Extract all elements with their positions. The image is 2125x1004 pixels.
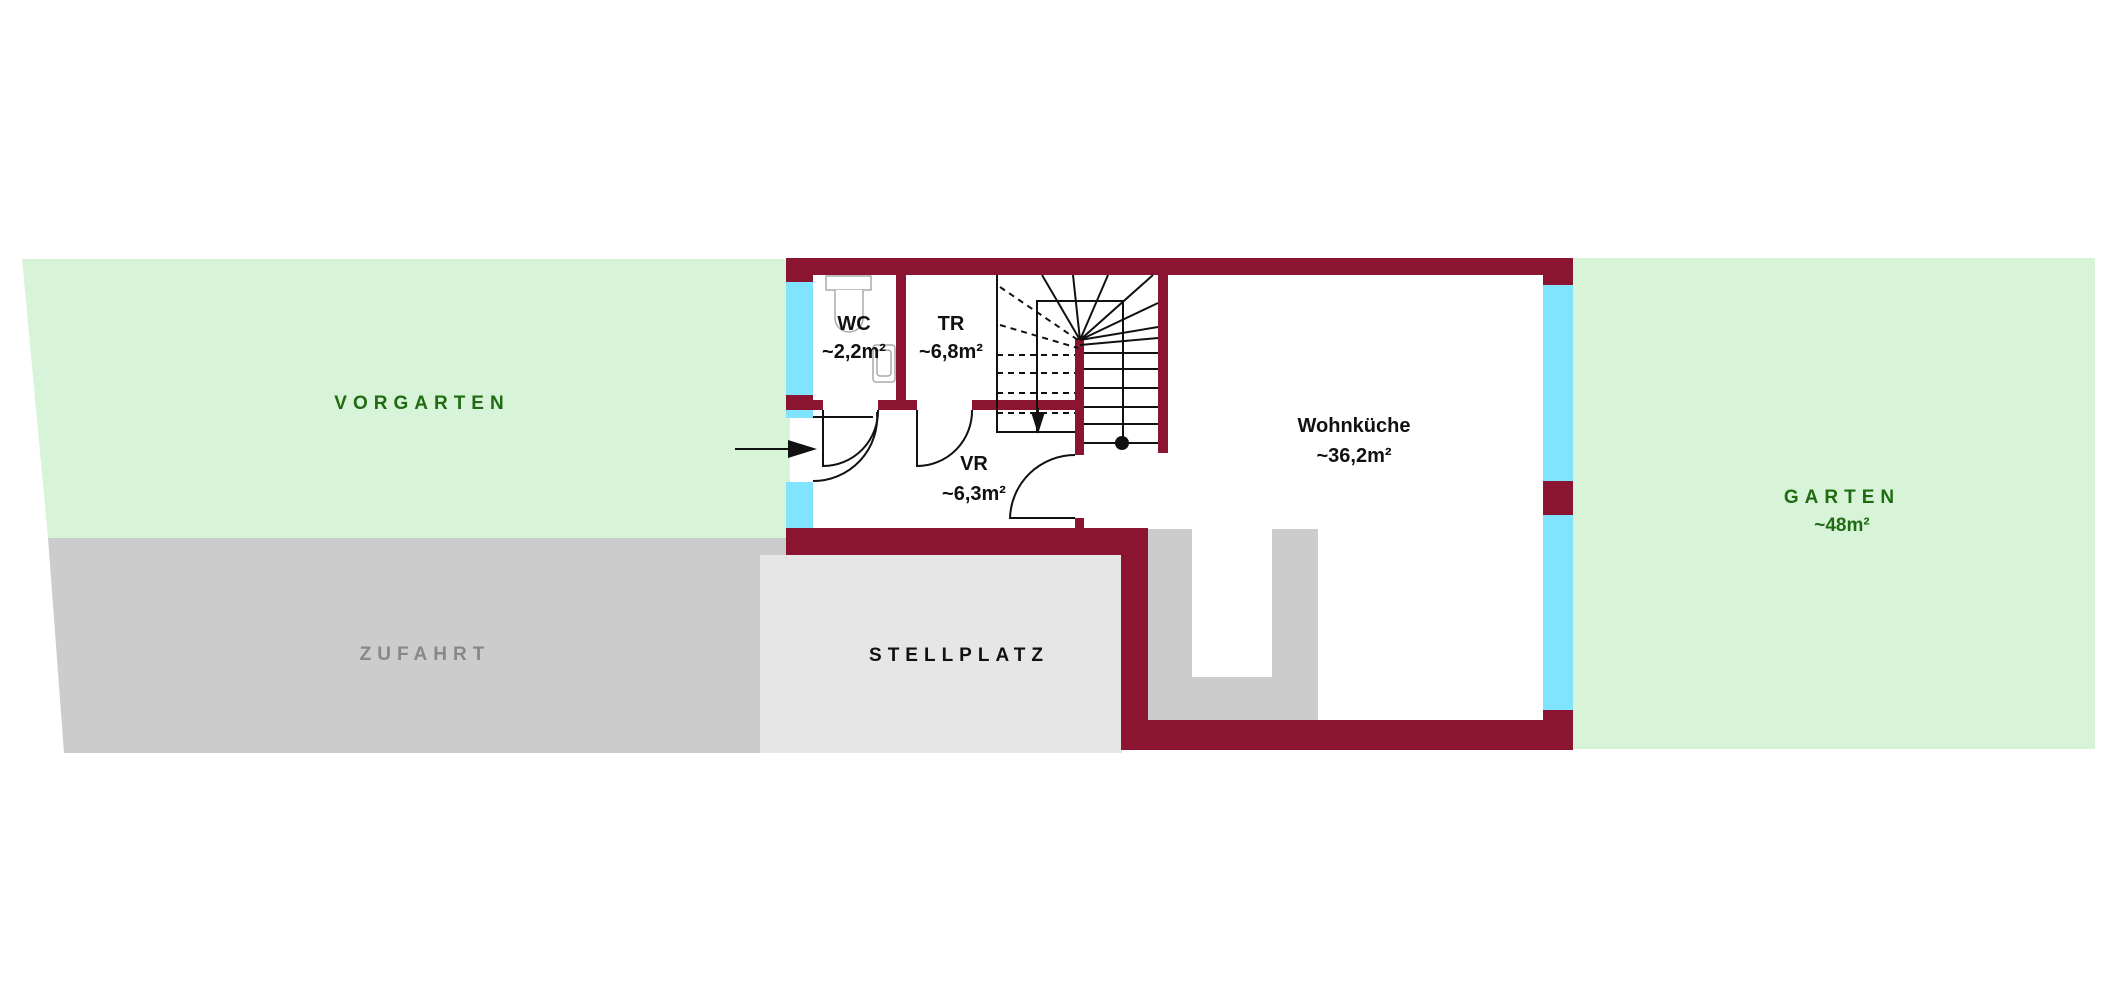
wohnkueche-name: Wohnküche — [1298, 415, 1411, 437]
sink-icon — [872, 344, 896, 383]
tr-area: ~6,8m² — [919, 341, 983, 363]
wc-name: WC — [837, 313, 870, 335]
walls — [786, 258, 1573, 750]
zufahrt-label: ZUFAHRT — [360, 644, 491, 665]
windows — [786, 282, 1573, 710]
terrace-area — [1148, 529, 1318, 720]
entrance-arrow-icon — [735, 440, 817, 458]
vorgarten-label: VORGARTEN — [334, 393, 509, 414]
vr-area: ~6,3m² — [942, 483, 1006, 505]
toilet-icon — [825, 275, 872, 333]
vr-name: VR — [960, 453, 988, 475]
wc-area: ~2,2m² — [822, 341, 886, 363]
wohnkueche-area: ~36,2m² — [1316, 445, 1391, 467]
garten-area — [1573, 258, 2095, 749]
tr-door — [916, 409, 974, 468]
entrance-door — [812, 411, 879, 483]
garten-area-label: ~48m² — [1814, 515, 1869, 536]
stellplatz-label: STELLPLATZ — [869, 645, 1049, 666]
doors — [812, 409, 1076, 519]
stair-door — [1008, 454, 1076, 519]
stair-direction-arrow-icon — [1031, 408, 1045, 434]
tr-name: TR — [938, 313, 965, 335]
zufahrt-area — [48, 538, 790, 753]
vorgarten-area — [22, 259, 790, 538]
garten-label: GARTEN — [1784, 487, 1900, 508]
stellplatz-area — [760, 555, 1122, 753]
wc-door — [822, 409, 880, 468]
